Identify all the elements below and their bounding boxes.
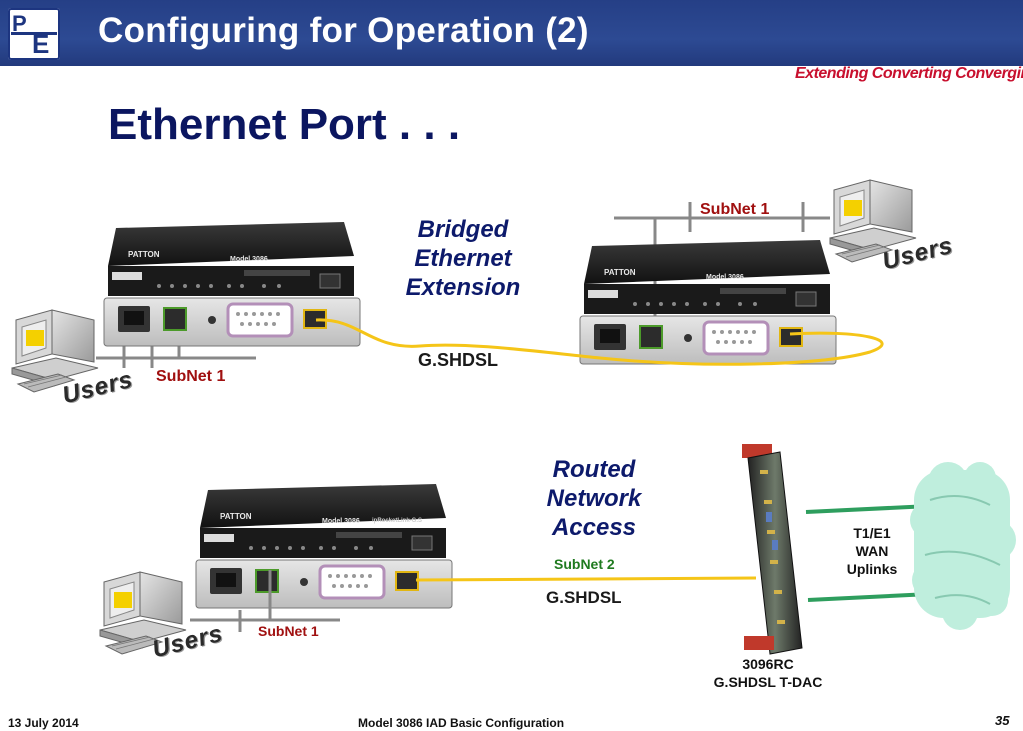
routed-label-line-1: Routed — [552, 456, 636, 483]
logo-bar — [11, 32, 57, 35]
footer-title: Model 3086 IAD Basic Configuration — [358, 716, 565, 730]
footer — [0, 713, 1023, 731]
bridged-label-line-1: Bridged — [417, 216, 509, 243]
header-title: Configuring for Operation (2) — [98, 11, 589, 50]
shdsl-label-routed: G.SHDSL — [546, 588, 622, 607]
wan-uplinks-label: T1/E1 WAN Uplinks — [836, 524, 908, 578]
bridged-label-line-3: Extension — [405, 274, 521, 301]
device-model-routed: Model 3086 — [322, 518, 360, 525]
header-bar — [0, 0, 1023, 66]
subnet-2-label: SubNet 2 — [554, 556, 615, 572]
t-dac-label-line-1: 3096RC — [742, 656, 794, 672]
bridged-label-line-2: Ethernet — [414, 245, 512, 272]
device-brand-right: PATTON — [604, 268, 636, 277]
device-model-right: Model 3086 — [706, 274, 744, 281]
patton-logo: P E — [8, 8, 60, 60]
routed-label-line-3: Access — [551, 514, 637, 541]
bridged-ethernet-extension-label: Bridged Ethernet Extension — [396, 215, 530, 302]
device-model-left: Model 3086 — [230, 256, 268, 263]
model-3086-device-right — [578, 238, 838, 366]
model-3086-device-left — [102, 220, 362, 348]
routed-label-line-2: Network — [546, 485, 642, 512]
shdsl-link-routed — [415, 576, 757, 582]
wan-uplink-2 — [807, 592, 931, 602]
uplinks-line-3: Uplinks — [846, 561, 898, 577]
device-brand-left: PATTON — [128, 250, 160, 259]
t-dac-label-line-2: G.SHDSL T-DAC — [713, 674, 823, 690]
device-brand-routed: PATTON — [220, 512, 252, 521]
logo-letter-e: E — [32, 29, 50, 59]
subnet-label-bridged-left: SubNet 1 — [156, 368, 226, 385]
routed-network-access-label: Routed Network Access — [534, 455, 654, 542]
page-number: 35 — [995, 713, 1010, 728]
logo-letter-p: P — [12, 11, 27, 36]
model-3086-device-routed — [194, 482, 454, 610]
slide-title: Ethernet Port . . . — [108, 100, 461, 149]
t-dac-rack-card — [742, 444, 803, 655]
subnet-label-bridged-right: SubNet 1 — [700, 201, 770, 218]
wan-cloud — [910, 462, 1016, 630]
uplinks-line-2: WAN — [855, 543, 889, 559]
uplinks-line-1: T1/E1 — [853, 525, 891, 541]
t-dac-label: 3096RC G.SHDSL T-DAC — [698, 655, 838, 691]
footer-date: 13 July 2014 — [8, 716, 79, 730]
shdsl-link-bridged — [315, 318, 884, 366]
shdsl-label-bridged: G.SHDSL — [418, 350, 499, 370]
device-product-routed: ipRocketLink-G.S — [372, 518, 423, 524]
wan-uplink-1 — [805, 504, 931, 514]
subnet-label-routed: SubNet 1 — [258, 623, 319, 639]
tagline: Extending Converting Converging — [795, 65, 1023, 82]
